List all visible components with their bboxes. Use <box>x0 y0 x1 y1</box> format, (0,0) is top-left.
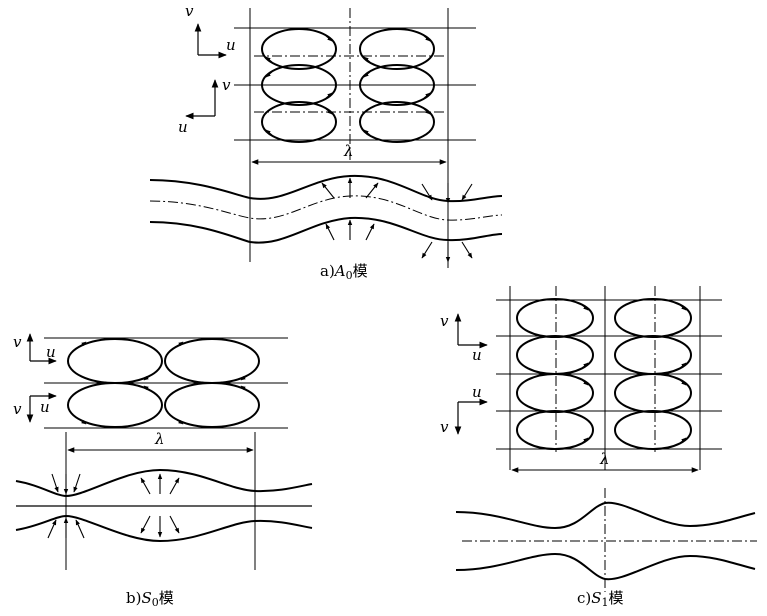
panel-a-grid <box>234 8 476 268</box>
panel-a-vortices <box>261 28 435 143</box>
panel-a-circulation-arrows <box>265 35 431 136</box>
panel-c-axis-u-lower: u <box>472 383 482 401</box>
panel-b-axes-lower <box>26 392 57 423</box>
panel-c-axes-lower <box>454 398 488 435</box>
panel-b-axis-v-lower: v <box>13 400 22 418</box>
panel-c-jet-contours <box>455 488 757 592</box>
panel-c-s1-mode: v u u v λ c)S1模 <box>440 286 757 609</box>
panel-b-wavelength-label: λ <box>154 430 165 448</box>
panel-b-axis-u-upper: u <box>46 343 56 361</box>
panel-a-axes-lower <box>185 79 219 120</box>
panel-c-axis-u-upper: u <box>472 346 482 364</box>
panel-a-a0-mode: v u v u λ a <box>149 2 503 282</box>
panel-c-wavelength-label: λ <box>599 450 610 468</box>
panel-b-caption: b)S0模 <box>126 589 174 609</box>
panel-a-jet-contours <box>149 174 503 244</box>
panel-a-axes-upper <box>194 23 227 59</box>
panel-b-vortices <box>67 338 260 428</box>
panel-b-axes-upper <box>26 333 57 365</box>
panel-b-pressure-arrows <box>47 473 180 539</box>
panel-a-pressure-arrows <box>321 177 473 263</box>
panel-a-axis-u-lower: u <box>178 118 188 136</box>
panel-c-grid <box>496 286 722 470</box>
panel-b-jet-contours <box>15 468 313 543</box>
panel-c-axis-v-lower: v <box>440 418 449 436</box>
panel-a-axis-u-upper: u <box>226 36 236 54</box>
panel-a-axis-v-lower: v <box>222 76 231 94</box>
panel-c-axis-v-upper: v <box>440 312 449 330</box>
panel-b-axis-v-upper: v <box>13 333 22 351</box>
panel-a-wavelength-label: λ <box>343 142 354 160</box>
panel-c-vortices <box>516 298 692 450</box>
panel-a-caption: a)A0模 <box>320 262 368 282</box>
panel-b-grid <box>44 337 288 570</box>
panel-b-s0-mode: v u v u λ b)S0模 <box>13 333 313 609</box>
panel-c-caption: c)S1模 <box>577 589 624 609</box>
panel-c-circulation-arrows <box>581 304 687 444</box>
panel-a-axis-v-upper: v <box>185 2 194 20</box>
panel-b-circulation-arrows <box>79 341 248 425</box>
panel-b-axis-u-lower: u <box>40 398 50 416</box>
panel-c-axes-upper <box>454 313 488 349</box>
